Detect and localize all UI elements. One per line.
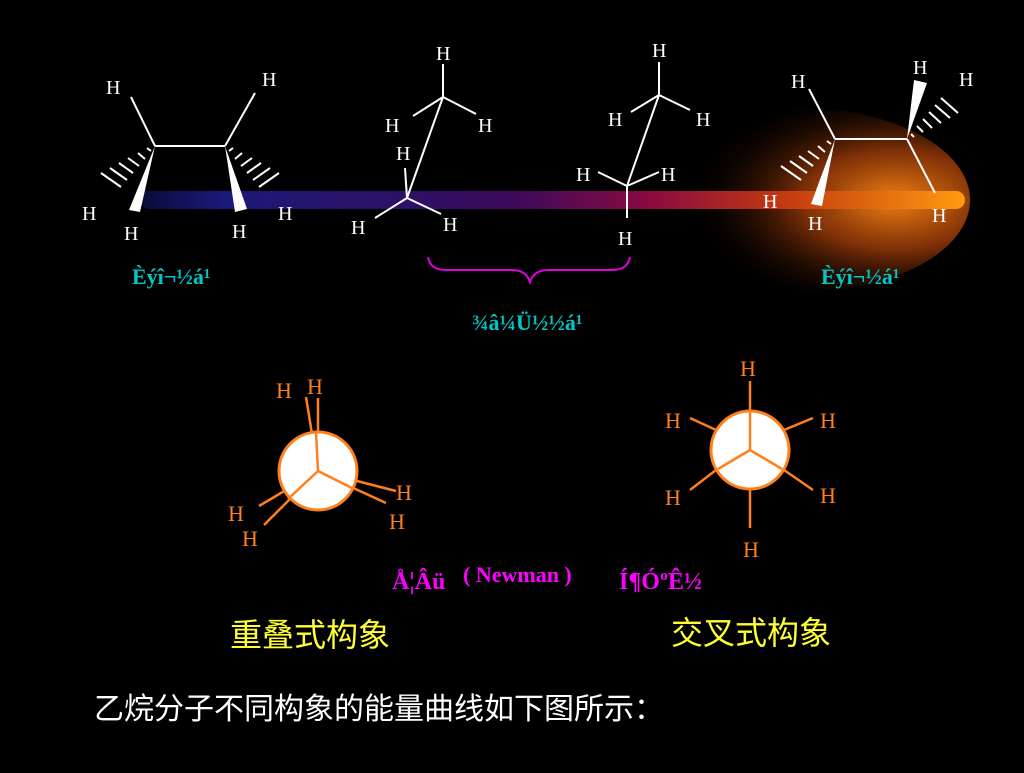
eclipsed-right-caption: Èýî¬½á¹ [821,264,900,289]
hydrogen-label: H [618,228,632,250]
hydrogen-label: H [228,501,244,526]
hydrogen-label: H [665,408,681,433]
hydrogen-label: H [436,43,450,65]
newman-front-bonds-eclipsed [287,431,353,500]
hydrogen-label: H [652,40,666,62]
hydrogen-label: H [696,109,710,131]
hydrogen-label: H [932,205,946,227]
dash-bond [228,147,280,188]
wedge-bond [129,146,155,212]
hydrogen-labels-skeletal-1: H H H H H H [351,43,492,239]
hydrogen-label: H [278,203,292,225]
newman-caption-suffix: Í¶ÓºÊ½ [619,569,702,595]
eclipsed-left-caption: Èýî¬½á¹ [132,264,211,289]
hydrogen-labels-left: H H H H H H [82,69,292,245]
hydrogen-label: H [124,223,138,245]
newman-caption-prefix: Å¦Âü [392,569,446,595]
hydrogen-label: H [820,483,836,508]
hydrogen-label: H [242,526,258,551]
hydrogen-label: H [913,57,927,79]
hydrogen-label: H [763,191,777,213]
hydrogen-label: H [791,71,805,93]
energy-band [140,191,965,209]
hydrogen-label: H [396,143,410,165]
hydrogen-label: H [389,509,405,534]
wedge-bond [225,146,247,212]
hydrogen-label: H [608,109,622,131]
hydrogen-label: H [959,69,973,91]
ethane-skeletal-2 [597,62,691,218]
hydrogen-label: H [808,213,822,235]
dash-bond [910,97,959,138]
hydrogen-label: H [743,537,759,562]
hydrogen-label: H [478,115,492,137]
wedge-bond [907,80,927,139]
hydrogen-label: H [232,221,246,243]
newman-front-bonds-staggered [717,412,783,471]
skeletal-caption: ¾â¼Ü½½á¹ [472,310,583,335]
newman-h-labels-staggered: H H H H H H [665,356,836,562]
dash-bond [100,147,152,188]
ethane-sawhorse-right [808,88,936,194]
staggered-conformation-label: 交叉式构象 [671,614,832,652]
newman-h-labels-eclipsed: H H H H H H [228,374,412,551]
hydrogen-label: H [351,217,365,239]
hydrogen-labels-right: H H H H H H [763,57,973,235]
eclipsed-conformation-label: 重叠式构象 [230,616,391,654]
curly-brace [427,256,631,286]
hydrogen-labels-skeletal-2: H H H H H H [576,40,710,250]
hydrogen-label: H [82,203,96,225]
hydrogen-label: H [385,115,399,137]
hydrogen-label: H [106,77,120,99]
hydrogen-label: H [276,378,292,403]
hydrogen-label: H [576,164,590,186]
hydrogen-label: H [307,374,323,399]
newman-caption-paren: ( Newman ) [463,562,572,587]
hydrogen-label: H [396,480,412,505]
newman-staggered [689,381,814,528]
hydrogen-label: H [443,214,457,236]
dash-bond [780,140,832,181]
hydrogen-label: H [740,356,756,381]
bottom-sentence: 乙烷分子不同构象的能量曲线如下图所示： [94,692,664,727]
ethane-sawhorse-left [130,92,256,147]
hydrogen-label: H [661,164,675,186]
hydrogen-label: H [665,485,681,510]
hydrogen-label: H [262,69,276,91]
ethane-skeletal-1 [374,64,477,219]
hydrogen-label: H [820,408,836,433]
wedge-bond [811,139,835,206]
